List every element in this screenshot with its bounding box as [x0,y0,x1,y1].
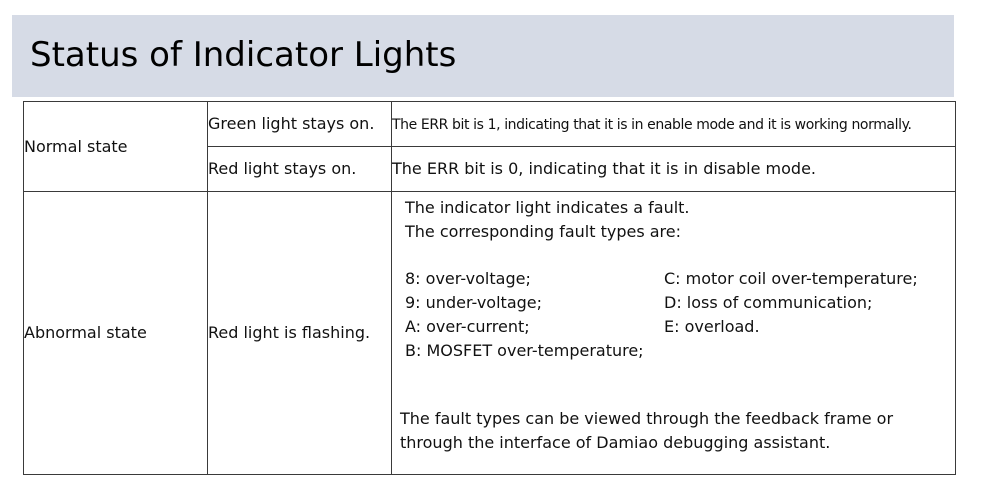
green-light-label: Green light stays on. [207,101,392,147]
green-light-description-text: The ERR bit is 1, indicating that it is … [392,116,912,133]
title-bar: Status of Indicator Lights [12,15,954,97]
fault-item: E: overload. [664,317,760,336]
normal-state-label: Normal state [23,101,208,192]
fault-item: 9: under-voltage; [405,293,543,312]
red-flashing-light-label: Red light is flashing. [207,191,392,475]
red-steady-light-label: Red light stays on. [207,146,392,192]
red-steady-light-description: The ERR bit is 0, indicating that it is … [391,146,956,192]
fault-item: 8: over-voltage; [405,269,531,288]
fault-intro: The indicator light indicates a fault. [405,198,690,217]
fault-footer-line-2: through the interface of Damiao debuggin… [400,433,831,452]
fault-item: C: motor coil over-temperature; [664,269,918,288]
page-title: Status of Indicator Lights [30,35,457,75]
fault-description: The indicator light indicates a fault. T… [392,192,955,474]
fault-item: D: loss of communication; [664,293,873,312]
red-steady-description-text: The ERR bit is 0, indicating that it is … [392,159,816,178]
table-row: Normal state Green light stays on. The E… [23,101,956,192]
fault-description-cell: The indicator light indicates a fault. T… [391,191,956,475]
indicator-status-table: Normal state Green light stays on. The E… [23,101,956,475]
green-light-description: The ERR bit is 1, indicating that it is … [391,101,956,147]
abnormal-state-label: Abnormal state [23,191,208,475]
table-row: Red light stays on. The ERR bit is 0, in… [24,146,956,192]
fault-intro-2: The corresponding fault types are: [405,222,682,241]
fault-footer-line-1: The fault types can be viewed through th… [400,409,894,428]
fault-item: A: over-current; [405,317,530,336]
table-row: Abnormal state Red light is flashing. Th… [23,191,956,475]
fault-item: B: MOSFET over-temperature; [405,341,644,360]
